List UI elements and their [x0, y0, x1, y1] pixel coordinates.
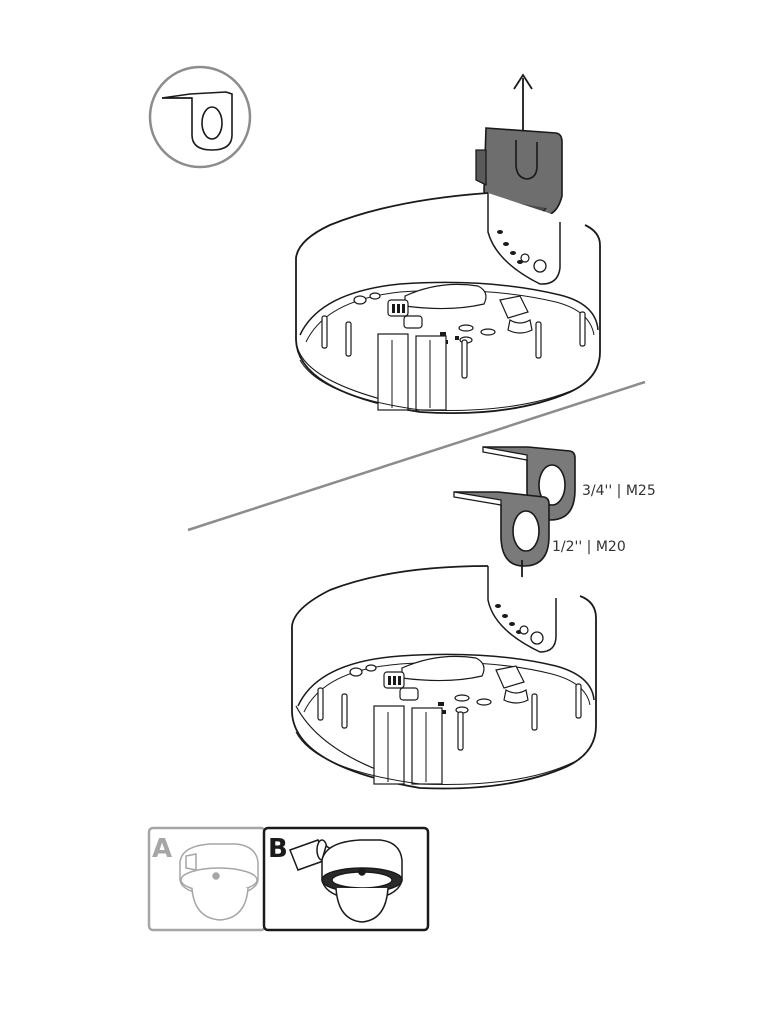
panel-b: B [262, 826, 430, 932]
bracket-large-label: 3/4'' | M25 [582, 483, 656, 499]
up-arrow-icon [513, 73, 533, 132]
panel-a-letter: A [152, 834, 172, 864]
bracket-small-label: 1/2'' | M20 [552, 539, 626, 555]
junction-box-top [295, 192, 601, 414]
step-divider [187, 380, 646, 532]
panel-a: A [147, 826, 267, 932]
camera-dome-icon [321, 839, 403, 923]
bracket-small [453, 491, 550, 567]
panel-b-letter: B [268, 834, 288, 864]
camera-dome-icon [179, 843, 259, 921]
junction-box-bottom [291, 565, 597, 790]
bracket-detail-icon [148, 65, 252, 169]
